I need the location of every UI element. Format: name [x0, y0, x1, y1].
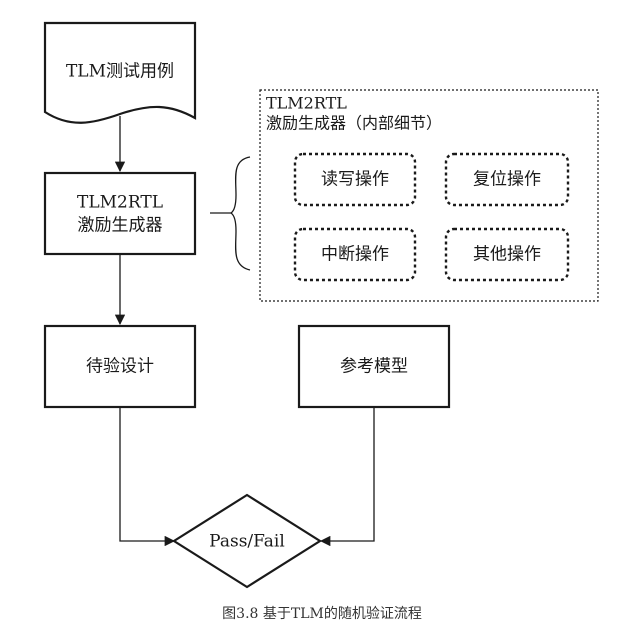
detail-brace — [229, 156, 251, 271]
detail-panel: TLM2RTL 激励生成器（内部细节） 读写操作 复位操作 中断操作 其他操作 — [259, 89, 599, 302]
dut-label: 待验设计 — [86, 357, 154, 377]
arrow-reference-to-decision — [319, 407, 375, 547]
detail-panel-title-line1: TLM2RTL — [266, 94, 347, 113]
generator-label-line2: 激励生成器 — [78, 216, 163, 236]
reference-model-label: 参考模型 — [340, 357, 408, 377]
op-interrupt-label: 中断操作 — [321, 245, 389, 265]
reference-model-node: 参考模型 — [297, 324, 451, 409]
generator-node: TLM2RTL 激励生成器 — [43, 171, 197, 256]
arrow-dut-to-decision — [119, 407, 176, 547]
op-interrupt: 中断操作 — [293, 227, 417, 282]
figure-caption: 图3.8 基于TLM的随机验证流程 — [222, 605, 422, 622]
op-reset-label: 复位操作 — [473, 170, 541, 190]
decision-label: Pass/Fail — [209, 532, 285, 552]
op-read-write-label: 读写操作 — [321, 170, 389, 190]
op-other: 其他操作 — [444, 227, 570, 282]
dut-node: 待验设计 — [43, 324, 197, 409]
testcase-document-node: TLM测试用例 — [43, 21, 197, 124]
decision-node: Pass/Fail — [171, 493, 323, 589]
testcase-label: TLM测试用例 — [66, 62, 174, 82]
generator-label-line1: TLM2RTL — [77, 193, 163, 213]
op-read-write: 读写操作 — [293, 152, 417, 207]
op-other-label: 其他操作 — [473, 245, 541, 265]
detail-panel-title-line2: 激励生成器（内部细节） — [266, 114, 442, 133]
op-reset: 复位操作 — [444, 152, 570, 207]
